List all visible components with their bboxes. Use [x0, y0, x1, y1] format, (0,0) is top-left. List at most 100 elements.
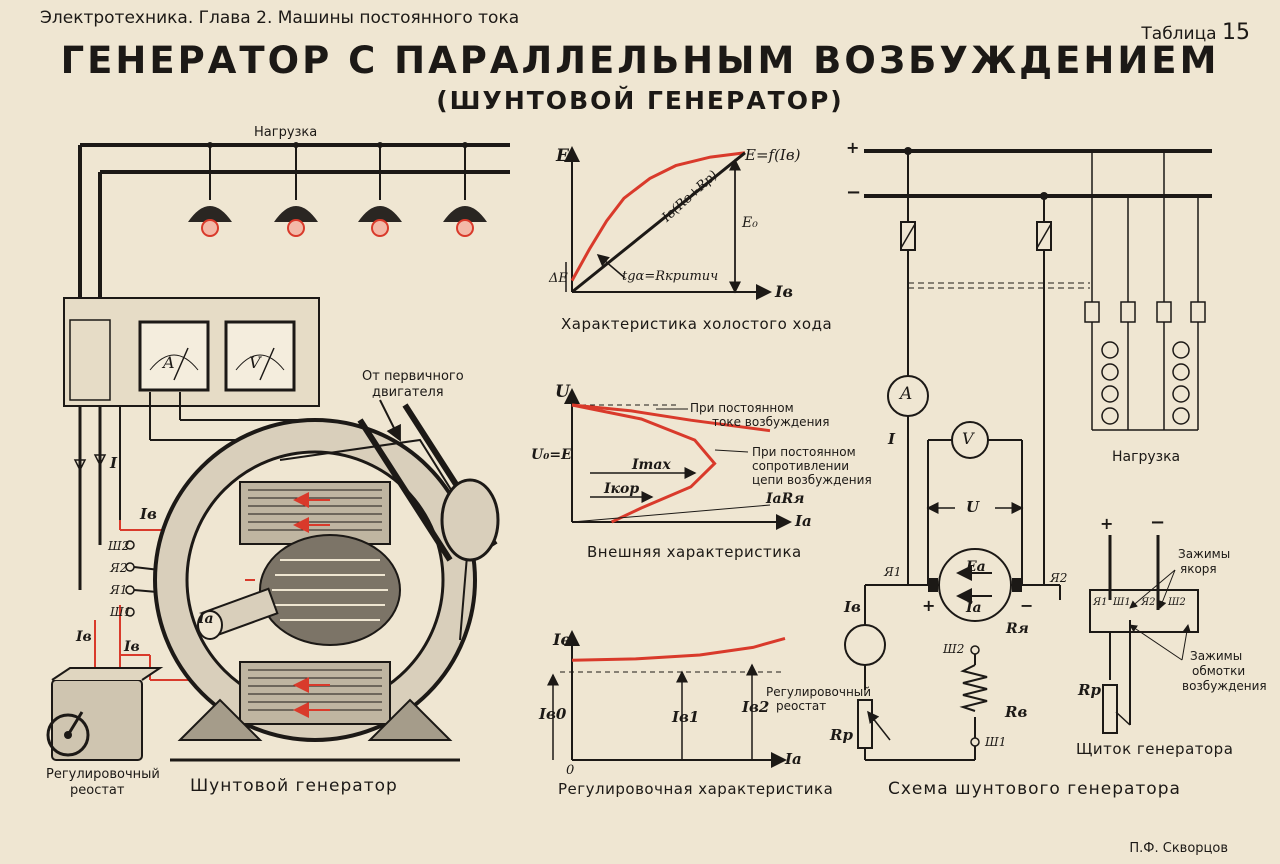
chart2-caption: Внешняя характеристика	[587, 543, 802, 561]
engine-label-line1: От первичного	[362, 369, 464, 384]
left-current-Iv: Iв	[140, 505, 157, 523]
chart3-x-label: Iа	[785, 750, 802, 768]
bus-minus: −	[846, 182, 862, 203]
schematic-minus-terminal: −	[1020, 596, 1034, 615]
board-field-label-3: возбуждения	[1182, 679, 1267, 693]
board-caption: Щиток генератора	[1076, 740, 1234, 758]
terminal-ya2: Я2	[110, 561, 128, 575]
board-terminal-sh2: Ш2	[1168, 597, 1186, 608]
subject-header: Электротехника. Глава 2. Машины постоянн…	[40, 8, 520, 28]
schematic-current-I: I	[888, 430, 896, 448]
left-current-Iv-2: Iв	[76, 629, 92, 645]
chart2-note2-line2: сопротивлении	[752, 459, 850, 473]
schematic-ia: Iа	[966, 600, 982, 616]
chart3-caption: Регулировочная характеристика	[558, 780, 834, 798]
schematic-rp: Rр	[830, 726, 853, 744]
left-current-Iv-3: Iв	[124, 639, 140, 655]
lamp-4	[443, 142, 487, 237]
chart1-caption: Характеристика холостого хода	[561, 315, 833, 333]
board-plus: +	[1100, 514, 1114, 533]
chart2-ikor-label: Iкор	[604, 481, 640, 497]
page-subtitle: (ШУНТОВОЙ ГЕНЕРАТОР)	[436, 86, 844, 115]
left-rheostat-line1: Регулировочный	[46, 767, 160, 782]
chart2-imax-label: Imax	[632, 457, 671, 473]
board-minus: −	[1150, 512, 1166, 533]
board-rp: Rр	[1078, 681, 1101, 699]
schematic-ra: Rя	[1006, 621, 1029, 637]
chart2-iara-label: IаRя	[766, 491, 805, 507]
left-load-label: Нагрузка	[254, 125, 318, 140]
generator-board	[1089, 535, 1199, 734]
board-terminal-ya1: Я1	[1093, 597, 1108, 608]
chart3-y-label: Iв	[553, 630, 571, 649]
schematic-plus-terminal: +	[922, 596, 936, 615]
lamp-1	[188, 142, 232, 237]
schematic-sh2: Ш2	[943, 642, 965, 656]
chart2-u0-label: U₀=E	[531, 447, 572, 463]
schematic-rheostat-line1: Регулировочный	[766, 685, 872, 699]
chart2-y-label: U	[555, 382, 570, 402]
chart1-curve	[570, 151, 746, 282]
terminal-sh2: Ш2	[108, 539, 130, 553]
chart2-series-const-current	[571, 403, 771, 433]
generator-drawing	[153, 399, 500, 762]
chart1-x-label: Iв	[775, 282, 793, 301]
table-number: 15	[1222, 20, 1250, 45]
chart-regulation	[547, 630, 787, 768]
board-terminal-sh1: Ш1	[1113, 597, 1131, 608]
chart3-origin: 0	[566, 763, 575, 778]
schematic-rheostat-line2: реостат	[776, 699, 827, 713]
chart2-series-const-resistance	[571, 403, 717, 524]
chart2-note2-line3: цепи возбуждения	[752, 473, 872, 487]
chart1-curve-label: E=f(Iв)	[745, 146, 801, 164]
voltmeter-symbol: V	[249, 353, 261, 372]
board-field-label-2: обмотки	[1192, 664, 1246, 678]
chart1-angle-label: tgα=Rкритич	[622, 269, 719, 284]
schematic-voltmeter: V	[962, 429, 974, 448]
table-label-text: Таблица	[1141, 24, 1217, 44]
chart3-iv2-label: Iв2	[742, 698, 770, 716]
chart-no-load	[564, 146, 772, 300]
terminal-ya1: Я1	[110, 583, 128, 597]
schematic-iv: Iв	[844, 598, 861, 616]
chart1-line	[571, 151, 746, 294]
chart1-y-label: E	[556, 146, 569, 166]
bus-plus: +	[846, 138, 860, 157]
chart3-curve	[571, 636, 786, 662]
schematic-ammeter: A	[900, 384, 913, 404]
left-current-Ia: Iа	[198, 611, 214, 627]
rheostat-box	[46, 667, 164, 761]
left-caption: Шунтовой генератор	[190, 776, 398, 796]
schematic-load	[1084, 151, 1206, 431]
schematic-caption: Схема шунтового генератора	[888, 779, 1181, 799]
lamp-2	[274, 142, 318, 237]
chart1-e0-label: E₀	[742, 215, 758, 231]
schematic-ya2: Я2	[1050, 571, 1068, 585]
chart3-iv1-label: Iв1	[672, 708, 700, 726]
table-label: Таблица 15	[1141, 22, 1250, 44]
page-title: ГЕНЕРАТОР С ПАРАЛЛЕЛЬНЫМ ВОЗБУЖДЕНИЕМ	[60, 39, 1220, 82]
board-anchor-label-2: якоря	[1180, 562, 1217, 576]
chart2-note2-line1: При постоянном	[752, 445, 856, 459]
chart-external	[564, 388, 792, 530]
schematic-rv: Rв	[1005, 703, 1028, 721]
chart3-iv0-label: Iв0	[539, 705, 567, 723]
lamp-3	[358, 142, 402, 237]
schematic-u-label: U	[966, 498, 980, 516]
left-rheostat-line2: реостат	[70, 783, 125, 798]
chart1-de-label: ΔE	[549, 271, 568, 286]
switchboard	[63, 297, 320, 407]
schematic-ya1: Я1	[884, 565, 902, 579]
schematic-load-label: Нагрузка	[1112, 449, 1181, 465]
board-field-label-1: Зажимы	[1190, 649, 1243, 663]
schematic-ea: Eа	[966, 559, 986, 575]
chart2-x-label: Iа	[795, 512, 812, 530]
terminal-sh1: Ш1	[110, 605, 132, 619]
author-signature: П.Ф. Скворцов	[1129, 841, 1228, 856]
schematic-sh1: Ш1	[985, 735, 1007, 749]
chart2-note1-line2: токе возбуждения	[712, 415, 830, 429]
schematic	[844, 147, 1212, 761]
engine-label-line2: двигателя	[372, 385, 444, 400]
